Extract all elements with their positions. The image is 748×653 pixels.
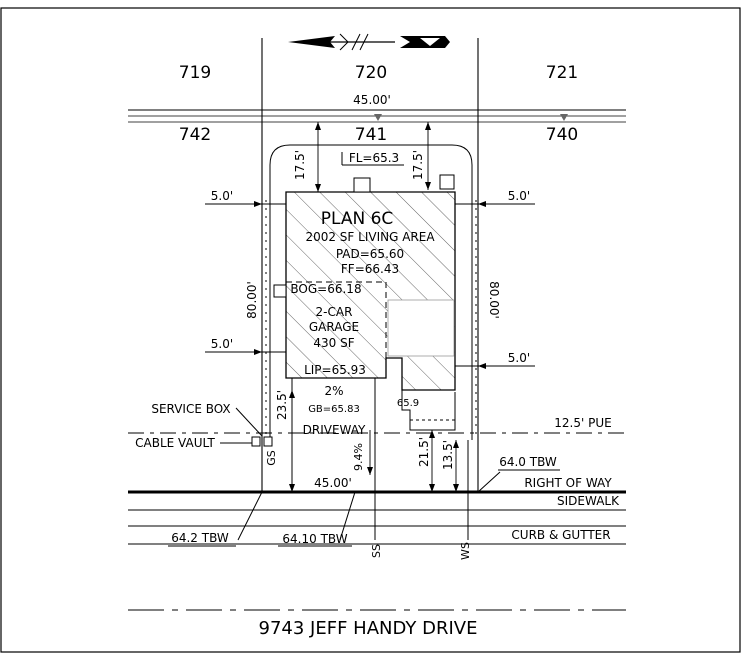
right-of-way-label: RIGHT OF WAY	[524, 476, 612, 490]
gutter-break-elevation: GB=65.83	[308, 404, 360, 415]
cable-vault-label: CABLE VAULT	[135, 436, 215, 450]
garage-type-label: 2-CAR	[316, 305, 353, 319]
side-setback-label: 5.0'	[508, 189, 530, 203]
lot-number: 720	[355, 63, 387, 83]
garage-outline	[285, 281, 387, 379]
pad-elevation: PAD=65.60	[336, 247, 404, 261]
tbw-elevation: 64.2 TBW	[171, 531, 229, 545]
driveway-slope: 2%	[324, 384, 343, 398]
marker-icon	[560, 114, 568, 121]
tbw-elevation: 64.10 TBW	[282, 532, 347, 546]
lot-width-label: 45.00'	[314, 476, 352, 490]
sheet-border	[0, 7, 741, 653]
front-setback-label: 21.5'	[417, 437, 431, 467]
plan-label: PLAN 6C	[321, 209, 394, 229]
lot-number: 742	[179, 125, 211, 145]
service-box-label: SERVICE BOX	[151, 402, 230, 416]
lot-number: 740	[546, 125, 578, 145]
driveway-label: DRIVEWAY	[303, 423, 366, 437]
gs-label: GS	[265, 450, 278, 466]
cable-vault-icon	[263, 436, 273, 447]
living-area-label: 2002 SF LIVING AREA	[305, 230, 435, 244]
front-setback-label: 23.5'	[275, 390, 289, 420]
lot-number: 719	[179, 63, 211, 83]
finished-floor-elevation: FF=66.43	[341, 262, 399, 276]
rear-setback-label: 17.5'	[293, 150, 307, 180]
porch-box	[273, 284, 287, 298]
pue-label: 12.5' PUE	[554, 416, 611, 430]
rear-setback-label: 17.5'	[411, 150, 425, 180]
house-footprint	[273, 174, 456, 391]
lot-width-label: 45.00'	[353, 93, 391, 107]
spot-elevation: 65.9	[397, 398, 419, 409]
side-setback-label: 5.0'	[211, 189, 233, 203]
porch-box	[439, 174, 455, 190]
north-arrow-icon	[288, 33, 450, 51]
lip-elevation: LIP=65.93	[304, 363, 366, 377]
ss-label: SS	[370, 544, 383, 558]
lot-depth-label: 80.00'	[245, 281, 259, 319]
garage-area-label: 430 SF	[313, 336, 354, 350]
service-box-icon	[251, 436, 261, 447]
lot-number: 741	[355, 125, 387, 145]
sidewalk-label: SIDEWALK	[557, 494, 620, 508]
curb-gutter-label: CURB & GUTTER	[511, 528, 610, 542]
garage-label: GARAGE	[309, 320, 359, 334]
street-name: 9743 JEFF HANDY DRIVE	[259, 618, 478, 639]
dimension-arrows	[254, 122, 486, 492]
flow-line-elevation: FL=65.3	[349, 151, 399, 165]
marker-icon	[374, 114, 382, 121]
side-setback-label: 5.0'	[508, 351, 530, 365]
lot-number: 721	[546, 63, 578, 83]
lot-depth-label: 80.00'	[487, 281, 501, 319]
ws-label: WS	[459, 542, 472, 560]
tbw-elevation: 64.0 TBW	[499, 455, 557, 469]
porch-box	[353, 177, 371, 193]
front-setback-label: 13.5'	[441, 440, 455, 470]
side-setback-label: 5.0'	[211, 337, 233, 351]
bog-elevation: BOG=66.18	[290, 282, 361, 296]
driveway-grade: 9.4%	[352, 443, 365, 471]
